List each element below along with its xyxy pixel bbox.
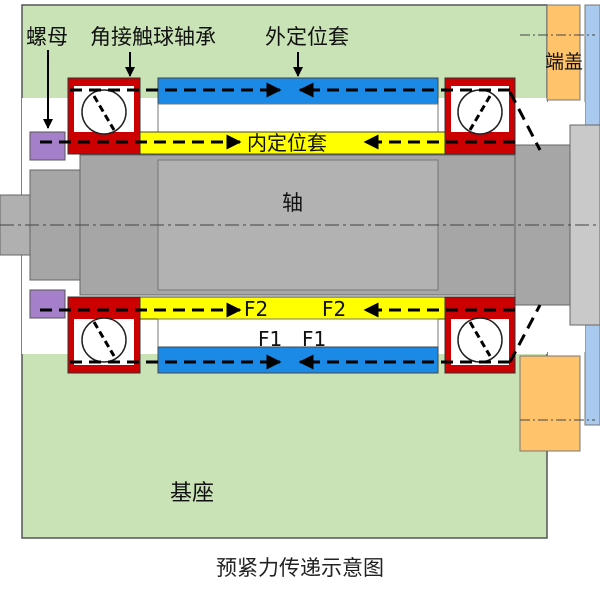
nut-upper [29, 131, 66, 161]
figure-caption: 预紧力传递示意图 [216, 556, 384, 580]
label-shaft: 轴 [282, 191, 303, 215]
label-force-f2-right: F2 [322, 297, 346, 321]
outer-spacer-top-white [157, 103, 439, 133]
nut-lower [29, 289, 66, 319]
label-bearing: 角接触球轴承 [90, 25, 216, 49]
label-force-f2-left: F2 [244, 297, 268, 321]
end-cover-lower [519, 355, 581, 452]
label-nut: 螺母 [26, 25, 68, 49]
outer-spacer-bottom [157, 346, 439, 374]
force-flow-arrows [40, 82, 542, 370]
label-base: 基座 [170, 481, 214, 506]
label-force-f1-right: F1 [302, 327, 326, 351]
outer-spacer-bottom-white [157, 318, 439, 348]
label-inner-spacer: 内定位套 [247, 131, 327, 155]
label-outer-spacer: 外定位套 [265, 25, 349, 49]
end-cover [546, 4, 581, 101]
label-end-cover: 端盖 [545, 51, 583, 73]
label-force-f1-left: F1 [258, 327, 282, 351]
inner-spacer-bottom [139, 296, 446, 320]
